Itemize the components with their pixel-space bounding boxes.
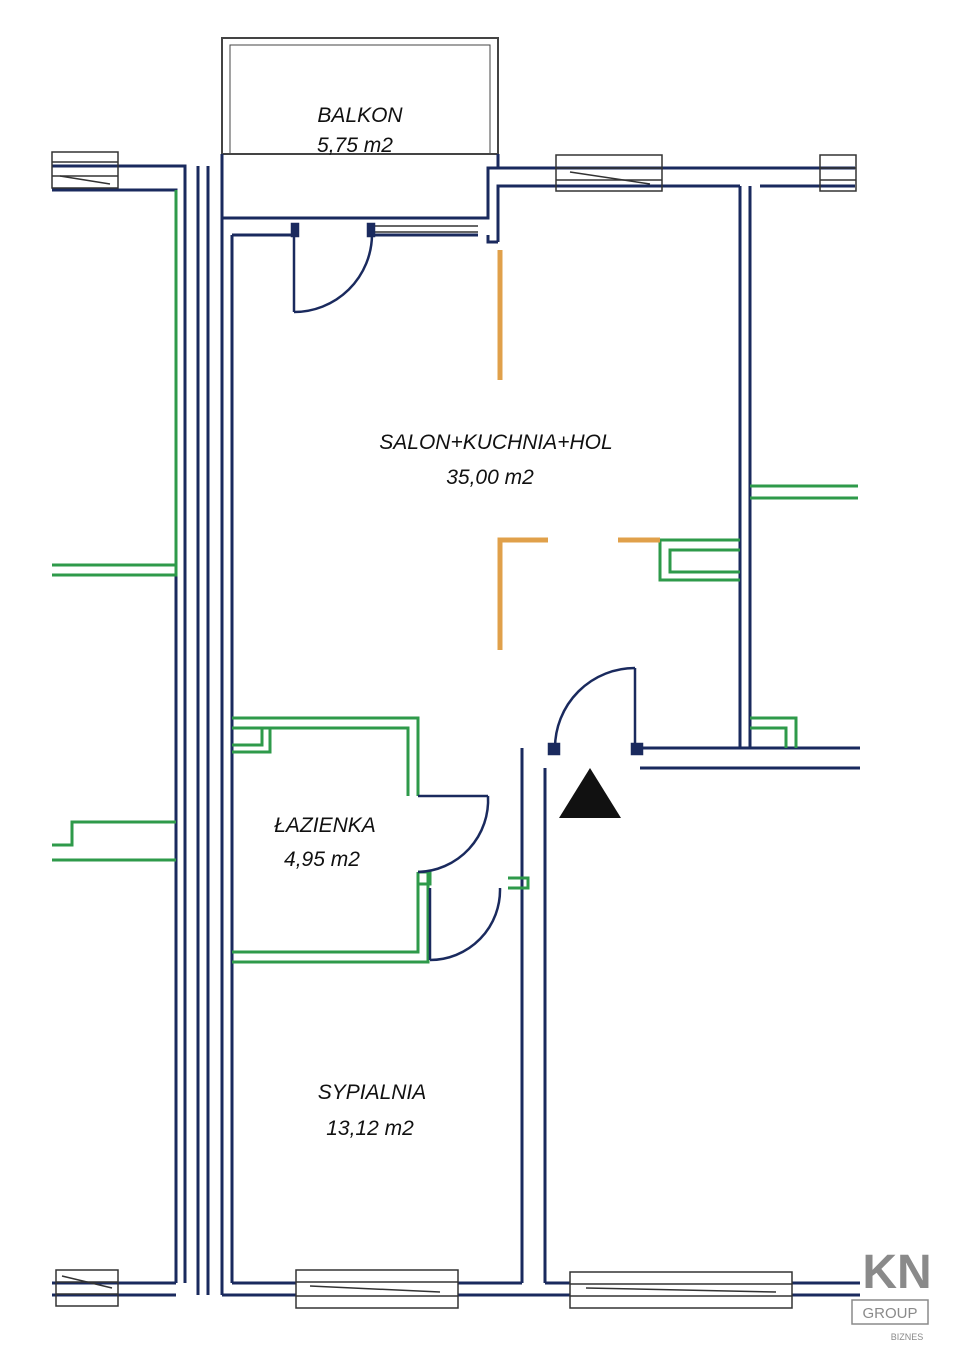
- partition-walls: [52, 190, 858, 964]
- kitchen-walls: [497, 250, 660, 650]
- balkon-area: 5,75 m2: [317, 134, 393, 157]
- kn-group-logo: KN GROUP BIZNES: [851, 1246, 932, 1342]
- structural-walls: [52, 164, 860, 1297]
- sypialnia-name: SYPIALNIA: [318, 1081, 427, 1104]
- logo-mark: KN: [862, 1246, 931, 1299]
- lazienka-area: 4,95 m2: [284, 848, 360, 871]
- salon-area: 35,00 m2: [446, 466, 534, 489]
- window-top-center: [555, 154, 663, 192]
- balcony: [220, 37, 500, 220]
- window-top-right: [819, 154, 857, 192]
- balcony-door-glazing: [372, 225, 478, 233]
- window-bottom-right: [569, 1271, 793, 1309]
- windows: [51, 151, 857, 1309]
- window-bottom-bedroom: [295, 1269, 459, 1309]
- door-bathroom: [417, 794, 490, 874]
- window-bottom-left: [55, 1269, 119, 1307]
- balkon-name: BALKON: [317, 104, 403, 127]
- balcony-outline: [220, 154, 500, 220]
- door-balcony: [290, 222, 376, 314]
- window-top-left: [51, 151, 119, 189]
- sypialnia-area: 13,12 m2: [326, 1117, 414, 1140]
- logo-group-box: [851, 1299, 929, 1325]
- lazienka-name: ŁAZIENKA: [274, 814, 376, 837]
- room-labels: BALKON 5,75 m2 SALON+KUCHNIA+HOL 35,00 m…: [274, 104, 612, 1140]
- door-bedroom: [428, 887, 502, 962]
- logo-tagline: BIZNES: [891, 1332, 924, 1342]
- balcony-railing-inner: [229, 44, 491, 155]
- logo-group: GROUP: [862, 1305, 917, 1322]
- salon-name: SALON+KUCHNIA+HOL: [379, 431, 612, 454]
- door-entrance: [547, 666, 644, 756]
- doors: [290, 222, 644, 962]
- entrance-marker-icon: [559, 768, 621, 818]
